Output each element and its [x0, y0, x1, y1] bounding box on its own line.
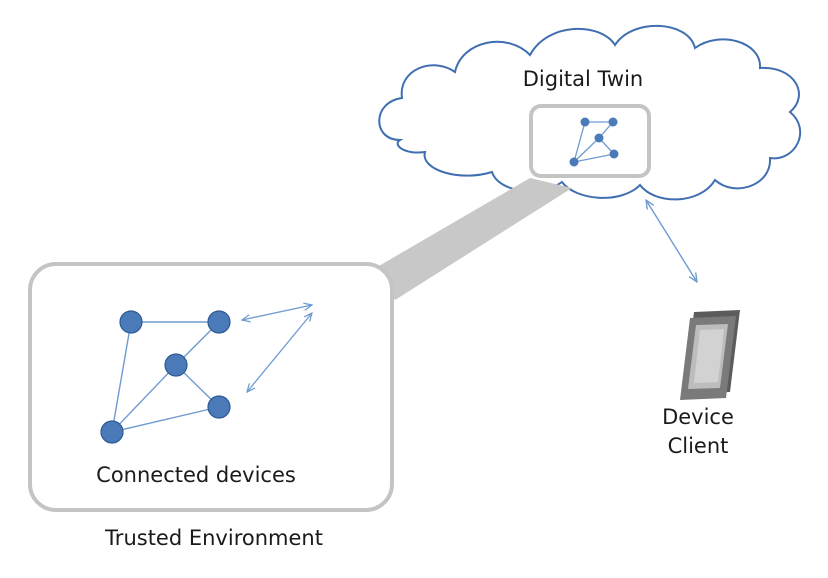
twin-node: [569, 157, 579, 167]
twin-network: [569, 117, 619, 167]
twin-node: [594, 133, 604, 143]
twin-node: [609, 149, 619, 159]
device-client-line2: Client: [668, 434, 729, 458]
digital-twin-box: [529, 104, 651, 178]
twin-edge: [573, 137, 600, 163]
network-node: [207, 310, 231, 334]
device-network: [100, 310, 231, 444]
device-client-line1: Device: [662, 405, 734, 429]
cloud-title: Digital Twin: [523, 67, 643, 91]
twin-connector: [372, 178, 572, 300]
network-edge: [111, 364, 177, 433]
twin-edge: [573, 121, 586, 163]
smartphone-icon: [680, 310, 740, 400]
twin-node: [608, 117, 618, 127]
device-arrow: [247, 313, 312, 392]
network-node: [119, 310, 143, 334]
trusted-environment-label: Trusted Environment: [104, 526, 323, 550]
twin-node: [580, 117, 590, 127]
network-node: [207, 395, 231, 419]
network-edge: [111, 321, 132, 433]
connected-devices-label: Connected devices: [96, 463, 296, 487]
network-edge: [111, 406, 220, 433]
cloud-client-arrow: [646, 200, 697, 282]
network-node: [100, 420, 124, 444]
network-node: [164, 353, 188, 377]
twin-edge: [573, 153, 615, 163]
